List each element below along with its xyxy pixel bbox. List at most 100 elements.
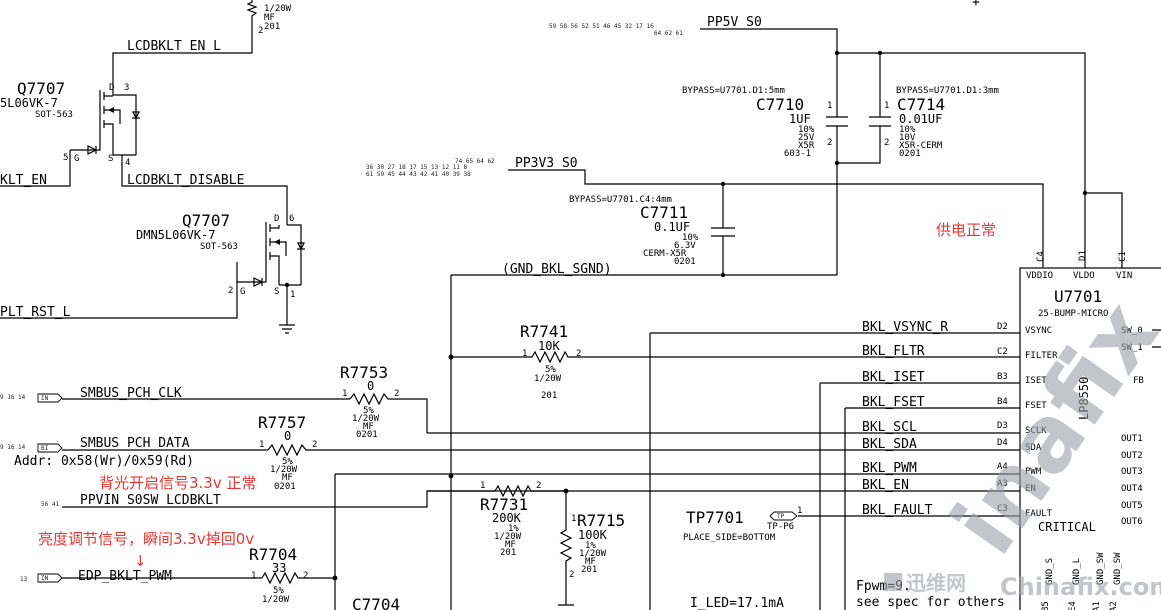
c7714-val: 0.01UF <box>899 112 942 126</box>
u7701-ball-d4: D4 <box>997 438 1008 448</box>
net-bkl-iset: BKL_ISET <box>819 370 1020 610</box>
u7701-ball-a3: A3 <box>997 479 1008 489</box>
net-label-smbus-pch-data: SMBUS_PCH_DATA <box>80 436 190 451</box>
net-bkl-scl: BKL_SCL <box>427 420 1020 435</box>
note-i-led: I_LED=17.1mA <box>690 596 784 610</box>
u7701-pin-gnd-sw-a: GND_SW <box>1096 552 1106 585</box>
smbus-clk-pins: 9 16 14 <box>0 394 26 401</box>
annotation-backlight-on: 背光开启信号3.3v 正常 <box>99 474 257 492</box>
u7701-pin-fault: FAULT <box>1025 509 1053 519</box>
net-label-bkl-pwm: BKL_PWM <box>862 461 917 476</box>
net-edp-bklt-pwm: 13 IN EDP_BKLT_PWM <box>20 569 262 584</box>
net-bkl-sda: BKL_SDA <box>308 437 1020 452</box>
q7707-b-part: DMN5L06VK-7 <box>136 228 215 242</box>
u7701-ball-e4: E4 <box>1068 601 1078 610</box>
r7757-tol: 5% <box>282 457 293 467</box>
r7731-tol: 1% <box>508 524 519 534</box>
r7731-pkg: 201 <box>500 548 516 558</box>
net-label-bkl-fset: BKL_FSET <box>862 395 925 410</box>
net-bkl-fltr: BKL_FLTR <box>578 344 1020 359</box>
net-label-bkl-en: BKL_EN <box>862 478 909 493</box>
net-label-pp3v3-s0: PP3V3_S0 <box>515 156 578 171</box>
r7753-mf: MF <box>363 422 374 432</box>
r7731-mf: MF <box>505 540 516 550</box>
r7715-val: 100K <box>578 528 608 542</box>
r7757: R7757 0 1 2 5% 1/20W MF 0201 <box>258 413 317 492</box>
c7714: BYPASS=U7701.D1:3mm C7714 0.01UF 10% 10V… <box>834 86 999 166</box>
r7741-pwr: 1/20W <box>534 374 562 384</box>
net-smbus-pch-data: 9 16 14 BI SMBUS_PCH_DATA Addr: 0x58(Wr)… <box>0 436 268 469</box>
annotation-brightness: 亮度调节信号，瞬间3.3v掉回0v <box>38 530 254 548</box>
q7707-b-d-pin: 6 <box>289 214 294 224</box>
c7711-tol: 10% <box>682 233 699 243</box>
net-label-plt-rst-l: PLT_RST_L <box>0 305 71 320</box>
u7701-ball-d1: D1 <box>1078 250 1088 261</box>
u7701-pin-sw1: SW_1 <box>1121 343 1143 353</box>
r7715-p1: 1 <box>571 514 576 524</box>
r-top-power: 1/20W <box>264 4 292 14</box>
net-label-edp-bklt-pwm: EDP_BKLT_PWM <box>78 569 172 584</box>
r7753-ref: R7753 <box>340 363 388 382</box>
u7701-ball-b3: B3 <box>997 372 1008 382</box>
r7741-pkg: 201 <box>541 391 557 401</box>
r7715-pwr: 1/20W <box>579 549 607 559</box>
c7714-ref: C7714 <box>897 95 945 114</box>
net-smbus-pch-clk: 9 16 14 IN SMBUS_PCH_CLK <box>0 386 350 403</box>
u7701-pin-vldo: VLDO <box>1073 271 1095 281</box>
edp-flag: IN <box>41 575 49 582</box>
net-lcdbklt-en-l: LCDBKLT_EN_L <box>112 28 253 85</box>
r7731-p2: 2 <box>536 481 541 491</box>
pp5v-pins-1: 59 58 56 52 51 46 45 32 17 16 <box>549 23 654 30</box>
c7710-ref: C7710 <box>756 95 804 114</box>
r7704-val: 33 <box>272 561 286 575</box>
net-label-lcdbklt-en-l: LCDBKLT_EN_L <box>127 39 221 54</box>
tp7701-flag: TP <box>777 513 785 520</box>
r7731-ref: R7731 <box>480 495 528 514</box>
r7741-ref: R7741 <box>520 322 568 341</box>
c7711-pkg: 0201 <box>674 257 696 267</box>
tp7701-place: PLACE_SIDE=BOTTOM <box>683 533 776 543</box>
r7753-p2: 2 <box>394 389 399 399</box>
r7757-p2: 2 <box>312 440 317 450</box>
r7741-tol: 5% <box>545 365 556 375</box>
smbus-clk-flag: IN <box>41 395 49 402</box>
r7753: R7753 0 1 2 5% 1/20W MF 0201 <box>340 363 428 440</box>
annotations: 供电正常 背光开启信号3.3v 正常 亮度调节信号，瞬间3.3v掉回0v ↓ <box>38 221 996 570</box>
c7714-volt: 10V <box>899 133 916 143</box>
u7701-pin-gnd-sw-b: GND_SW <box>1113 552 1123 585</box>
net-label-gnd-bkl-sgnd: (GND_BKL_SGND) <box>502 262 612 277</box>
tp7701-ref: TP7701 <box>686 508 744 527</box>
r7741-p1: 1 <box>522 349 527 359</box>
net-klt-en: KLT_EN <box>0 150 71 188</box>
u7701-pin-out5: OUT5 <box>1121 501 1143 511</box>
r7731-pwr: 1/20W <box>494 532 522 542</box>
u7701-critical: CRITICAL <box>1038 520 1096 534</box>
watermark-logo-icon <box>884 573 902 591</box>
u7701-pin-pwm: PWM <box>1025 467 1042 477</box>
net-pp5v-s0: 59 58 56 52 51 46 45 32 17 16 64 62 61 P… <box>549 15 1086 193</box>
r7704-ref: R7704 <box>249 545 297 564</box>
r7715: 1 2 R7715 100K 1% 1/20W MF 201 <box>558 491 625 606</box>
r7757-pkg: 0201 <box>274 482 296 492</box>
r7731-val: 200K <box>492 511 522 525</box>
u7701-pin-en: EN <box>1025 484 1036 494</box>
c7710-p1: 1 <box>827 101 832 111</box>
r7753-pwr: 1/20W <box>352 414 380 424</box>
net-ppvin-s0sw-lcdbklt: 56 41 PPVIN_S0SW_LCDBKLT <box>41 490 495 508</box>
c7710-volt: 25V <box>798 133 815 143</box>
net-label-pp5v-s0: PP5V_S0 <box>707 15 762 30</box>
q7707-a-g: G <box>74 154 79 164</box>
r7741-val: 10K <box>538 339 560 353</box>
net-bkl-fset: BKL_FSET <box>844 395 1020 610</box>
r7715-tol: 1% <box>585 541 596 551</box>
u7701-pin-filter: FILTER <box>1025 351 1058 361</box>
r7757-val: 0 <box>284 429 291 443</box>
u7701-ball-d2: D2 <box>997 322 1008 332</box>
edp-pins: 13 <box>20 576 28 583</box>
ppvin-pins: 56 41 <box>41 501 59 508</box>
net-pp3v3-s0: 74 65 64 62 36 30 27 18 17 15 13 12 11 8… <box>366 156 1044 268</box>
u7701-pin-out2: OUT2 <box>1121 451 1143 461</box>
u7701-pin-vin: VIN <box>1116 271 1132 281</box>
r7741: R7741 10K 1 2 5% 1/20W 201 <box>451 322 581 401</box>
c7710-p2: 2 <box>827 138 832 148</box>
